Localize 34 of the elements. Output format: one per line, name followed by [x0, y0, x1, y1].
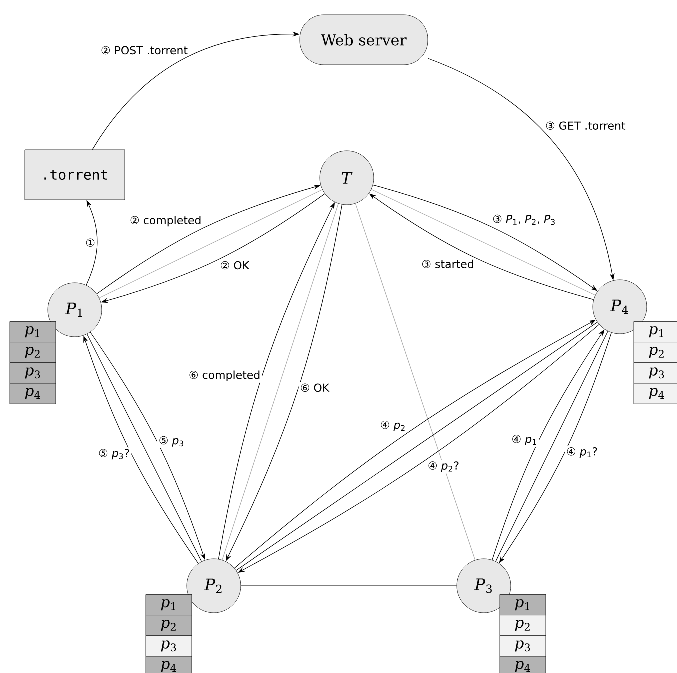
edge-label: ⑤ p$_{3}$? — [97, 448, 132, 462]
piece-cell: p$_{1}$ — [634, 322, 677, 342]
edge-label: ② OK — [218, 260, 252, 272]
piece-cell: p$_{4}$ — [10, 383, 56, 404]
piece-cell: p$_{3}$ — [500, 636, 546, 657]
edge-label: ④ p$_{2}$ — [378, 419, 408, 433]
piece-cell: p$_{3}$ — [10, 362, 56, 384]
file-box: .torrent — [24, 150, 126, 200]
piece-cell: p$_{3}$ — [146, 636, 192, 657]
edge-label: ④ p$_{1}$ — [510, 434, 540, 447]
edge-label: ③ GET .torrent — [544, 120, 628, 132]
server-node: Web server — [300, 14, 428, 66]
piece-cell: p$_{4}$ — [146, 656, 192, 673]
piece-cell: p$_{2}$ — [10, 342, 56, 364]
edge-label: ① — [84, 237, 97, 248]
edge-label: ⑤ p$_{3}$ — [157, 434, 186, 448]
edge-label: ⑥ completed — [187, 369, 262, 383]
edge-label: ② POST .torrent — [99, 44, 190, 56]
piece-cell: p$_{2}$ — [500, 615, 546, 636]
edge-label: ③ P$_{1}$, P$_{2}$, P$_{3}$ — [491, 213, 558, 227]
edge-label: ⑥ OK — [298, 382, 332, 394]
piece-cell: p$_{2}$ — [634, 342, 677, 364]
edge-label: ④ p$_{1}$? — [565, 446, 600, 460]
piece-cell: p$_{4}$ — [500, 656, 546, 673]
piece-cell: p$_{1}$ — [10, 322, 56, 342]
edge-label: ③ started — [420, 258, 476, 270]
piece-cell: p$_{4}$ — [634, 383, 677, 404]
piece-cell: p$_{2}$ — [146, 615, 192, 636]
edge-label: ② completed — [128, 214, 204, 228]
piece-cell: p$_{1}$ — [500, 594, 546, 616]
node-label: p$_{2}$ — [649, 347, 664, 358]
edge-label: ④ p$_{2}$? — [426, 460, 462, 474]
piece-cell: p$_{3}$ — [634, 362, 677, 384]
piece-cell: p$_{1}$ — [146, 594, 192, 616]
